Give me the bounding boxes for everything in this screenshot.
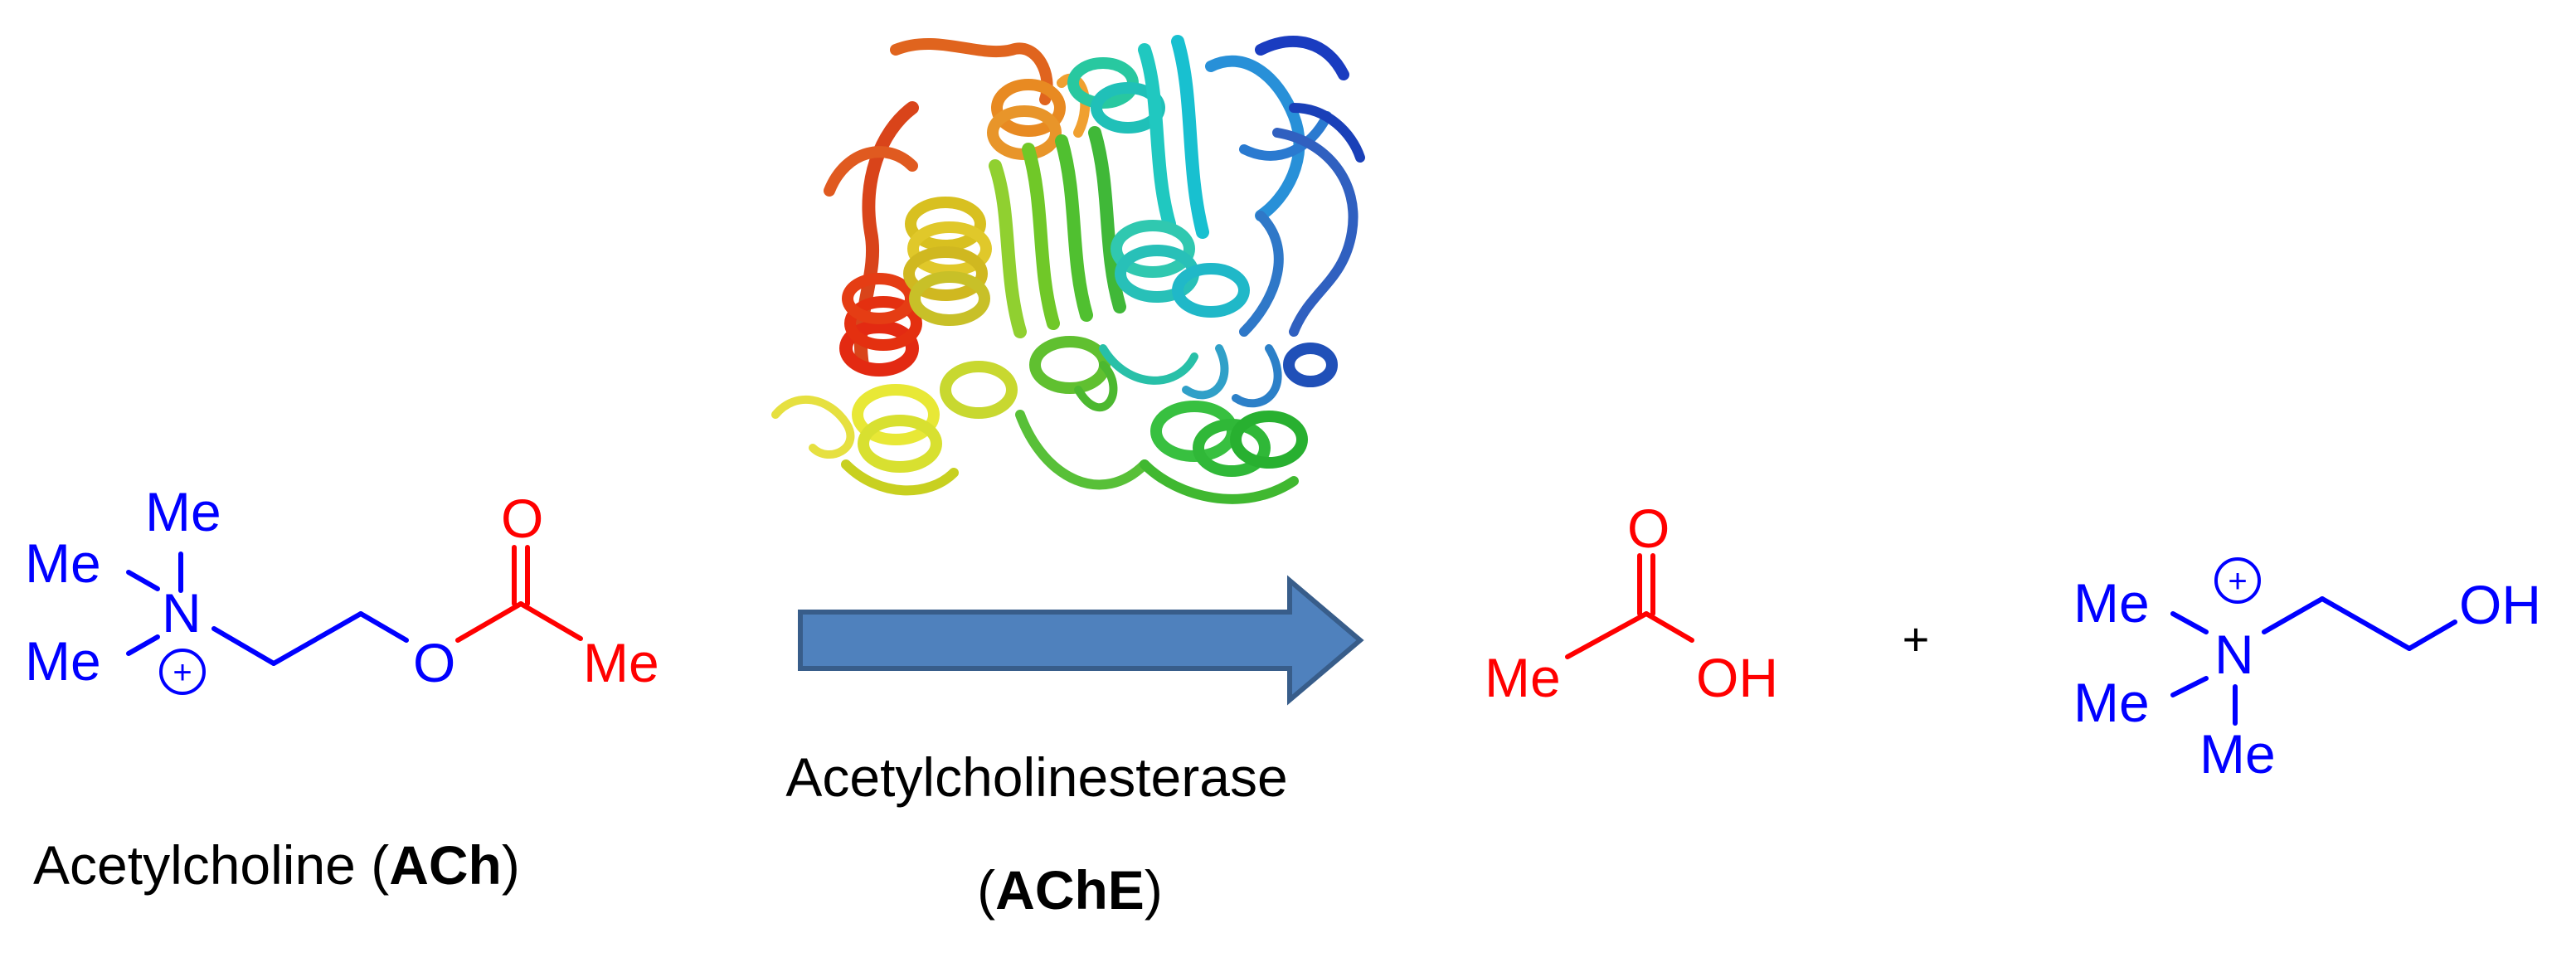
atom-oh: OH [2459, 574, 2541, 635]
atom-oh: OH [1696, 647, 1778, 708]
bond-n-me-upper-left [126, 570, 160, 591]
atom-me-lower: Me [2073, 672, 2150, 733]
svg-text:+: + [173, 654, 192, 691]
bond-ch2-ch2 [2320, 596, 2412, 651]
positive-charge-icon: + [2214, 557, 2261, 604]
atom-me-upper: Me [2073, 572, 2150, 634]
bond-n-ch2 [211, 626, 276, 666]
choline-structure: Me N Me Me + OH [2073, 557, 2541, 785]
bond-n-me-upper [2170, 611, 2209, 634]
atom-me: Me [1485, 647, 1561, 708]
atom-me-bottom: Me [2199, 723, 2276, 785]
acetylcholine-structure: Me Me N Me + O O Me [25, 481, 659, 695]
reaction-arrow [798, 575, 1364, 706]
enzyme-caption-name: Acetylcholinesterase [785, 746, 1287, 808]
enzyme-caption-abbrev: (AChE) [977, 859, 1163, 921]
atom-me-upper-left: Me [25, 532, 101, 594]
svg-text:+: + [2228, 563, 2247, 600]
atom-me-top: Me [145, 481, 221, 542]
acetic-acid-structure: O Me OH [1485, 498, 1778, 708]
atom-me-acyl: Me [583, 632, 659, 693]
enzyme-structure-image [771, 35, 1365, 504]
bond-n-me-lower [2170, 676, 2209, 697]
bond-ch2-ch2 [271, 611, 363, 666]
atom-o-carbonyl: O [1627, 498, 1670, 559]
bond-n-ch2 [2262, 596, 2325, 634]
bond-c-oh [1644, 611, 1694, 643]
plus-sign: + [1903, 613, 1930, 665]
bond-o-carbonyl-c [455, 601, 523, 643]
atom-me-lower-left: Me [25, 630, 101, 692]
atom-n: N [2214, 624, 2254, 685]
acetylcholine-caption: Acetylcholine (ACh) [33, 834, 520, 896]
bond-ch2-o [358, 611, 409, 643]
atom-o-ester: O [413, 632, 455, 693]
bond-ch2-oh [2407, 620, 2457, 651]
bond-me-c [1565, 611, 1649, 659]
bond-c-me [518, 601, 583, 641]
positive-charge-icon: + [159, 649, 206, 695]
atom-o-carbonyl: O [501, 488, 543, 549]
bond-n-me-lower-left [126, 634, 160, 656]
atom-n: N [162, 582, 202, 644]
